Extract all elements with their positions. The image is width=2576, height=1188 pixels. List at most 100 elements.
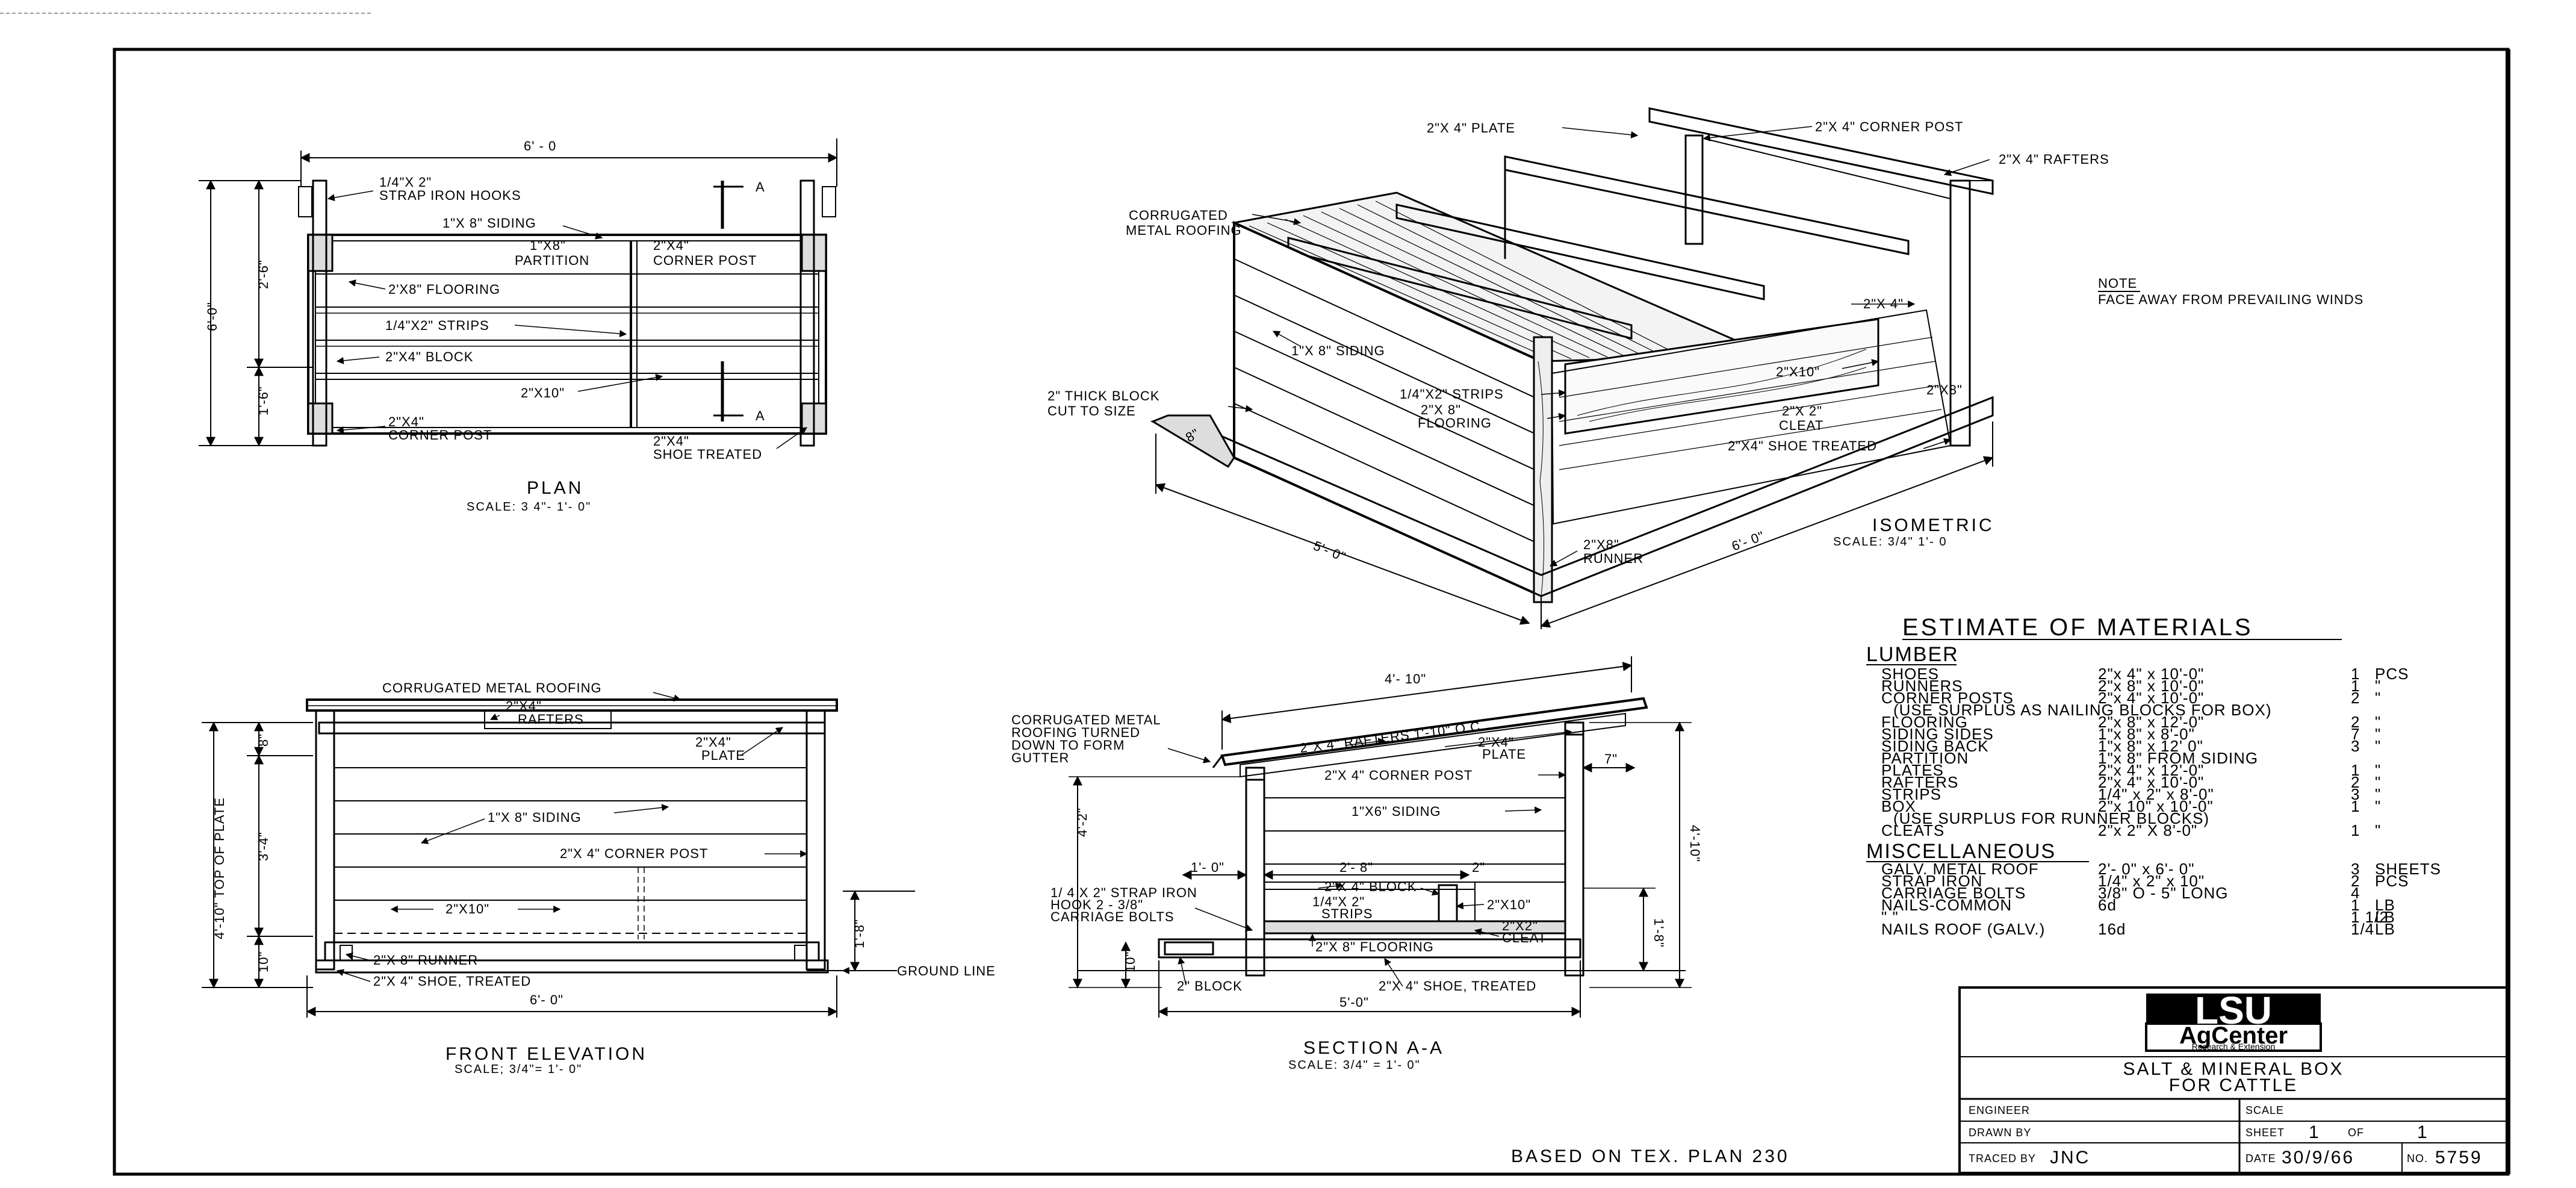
iso-label-block-1: 2" THICK BLOCK xyxy=(1047,388,1159,403)
plan-section-mark-bottom: A xyxy=(756,408,765,423)
front-label-plate-2: PLATE xyxy=(701,748,745,763)
lumber-row-qty: 2 xyxy=(2351,689,2360,707)
iso-label-2x10: 2"X10" xyxy=(1776,364,1820,379)
plan-label-shoe-2: SHOE TREATED xyxy=(653,447,762,462)
iso-label-2x8: 2"X8" xyxy=(1926,382,1963,397)
traced-by-label: TRACED BY xyxy=(1969,1152,2036,1165)
section-label-strap-3: CARRIAGE BOLTS xyxy=(1051,909,1175,924)
section-label-strap-1: 1/ 4 X 2" STRAP IRON xyxy=(1051,885,1197,900)
lumber-row-size: 2"x 4" x 10'-0" xyxy=(2098,665,2204,683)
misc-heading: MISCELLANEOUS xyxy=(1866,840,2056,863)
misc-row-unit: SHEETS xyxy=(2375,860,2441,878)
date-label: DATE xyxy=(2245,1152,2276,1165)
section-label-rafters: 2"X 4" RAFTERS 1'-10" O.C. xyxy=(1299,718,1486,755)
lumber-row-unit: " xyxy=(2375,713,2381,731)
lumber-row-unit: " xyxy=(2375,689,2381,707)
section-dim-lower: 1'-8" xyxy=(1651,918,1666,948)
front-label-plate-1: 2"X4" xyxy=(695,735,731,750)
lumber-row-qty: 3 xyxy=(2351,785,2360,803)
drawn-by-label: DRAWN BY xyxy=(1969,1127,2031,1139)
title-block-text: LSU AgCenter Research & Extension SALT &… xyxy=(1969,989,2481,1168)
section-label-strips-1: 1/4"X 2" xyxy=(1312,894,1365,909)
logo-text-small: Research & Extension xyxy=(2192,1042,2276,1051)
sheet-total: 1 xyxy=(2417,1122,2429,1142)
drawing-title-2: FOR CATTLE xyxy=(2169,1075,2298,1095)
section-dim-width: 5'-0" xyxy=(1339,995,1369,1010)
misc-row-item: CARRIAGE BOLTS xyxy=(1881,884,2026,902)
iso-label-roofing-1: CORRUGATED xyxy=(1129,208,1228,223)
misc-row-size: 2'- 0" x 6'- 0" xyxy=(2098,860,2194,878)
iso-label-flooring-2: FLOORING xyxy=(1418,415,1492,431)
title-block xyxy=(1958,986,2509,1174)
scale-label: SCALE xyxy=(2245,1104,2284,1116)
section-label-strap-2: HOOK 2 - 3/8" xyxy=(1051,897,1143,912)
lumber-row-unit: " xyxy=(2375,797,2381,815)
logo-text-mid: AgCenter xyxy=(2179,1022,2288,1049)
lumber-row-size: 1/4" x 2" x 8'-0" xyxy=(2098,785,2214,803)
no-label: NO. xyxy=(2407,1152,2428,1165)
misc-row-unit: LB xyxy=(2375,920,2395,938)
lumber-row-size: 2"x 2" X 8'-0" xyxy=(2098,821,2197,839)
isometric-labels: 2"X 4" PLATE 2"X 4" CORNER POST 2"X 4" R… xyxy=(1047,119,2109,566)
drawing-title-1: SALT & MINERAL BOX xyxy=(2123,1059,2344,1079)
iso-label-siding: 1"X 8" SIDING xyxy=(1291,343,1385,358)
section-scale: SCALE: 3/4" = 1'- 0" xyxy=(1288,1059,1421,1072)
section-dim-right: 4'-10" xyxy=(1687,825,1702,862)
plan-label-strips: 1/4"X2" STRIPS xyxy=(385,318,489,333)
front-dim-total: 4'-10" TOP OF PLATE xyxy=(212,797,227,939)
plan-dim-height: 6'-0" xyxy=(205,302,220,331)
misc-row-qty: 1/4 xyxy=(2351,920,2374,938)
front-dim-bot: 10" xyxy=(256,951,271,972)
plan-dim-a: 2'-6" xyxy=(256,260,271,289)
lumber-row-unit: " xyxy=(2375,773,2381,791)
iso-label-cleat-1: 2"X 2" xyxy=(1782,403,1822,418)
lumber-row-qty: 2 xyxy=(2351,773,2360,791)
plan-label-strap-hooks-2: STRAP IRON HOOKS xyxy=(379,188,521,203)
misc-row-item: NAILS ROOF (GALV.) xyxy=(1881,920,2045,938)
plan-view xyxy=(199,138,838,449)
section-dim-ten: 10" xyxy=(1123,951,1138,972)
section-label-plate-2: PLATE xyxy=(1482,747,1526,762)
section-label-roofing-2: ROOFING TURNED xyxy=(1011,725,1140,740)
section-label-roofing-4: GUTTER xyxy=(1011,750,1069,765)
based-on-text: BASED ON TEX. PLAN 230 xyxy=(1511,1146,1790,1166)
section-label-strips-2: STRIPS xyxy=(1321,906,1373,921)
plan-dim-b: 1'-6" xyxy=(256,386,271,415)
misc-row-item: NAILS-COMMON xyxy=(1881,896,2012,914)
front-label-corner-post: 2"X 4" CORNER POST xyxy=(560,846,708,861)
lumber-row-qty: 1 xyxy=(2351,761,2360,779)
iso-dim-6: 6'- 0" xyxy=(1730,528,1766,554)
front-label-shoe: 2"X 4" SHOE, TREATED xyxy=(373,974,531,989)
section-label-2x10: 2"X10" xyxy=(1487,897,1531,912)
front-label-ground-line: GROUND LINE xyxy=(897,963,996,978)
lumber-row-qty: 2 xyxy=(2351,713,2360,731)
plan-label-shoe-1: 2"X4" xyxy=(653,434,689,449)
plan-label-partition-2: PARTITION xyxy=(515,253,589,268)
misc-row-qty: 4 xyxy=(2351,884,2360,902)
section-dim-left: 4'-2" xyxy=(1075,807,1090,837)
lumber-row-qty: 3 xyxy=(2351,737,2360,755)
misc-row-size: 3/8" O - 5" LONG xyxy=(2098,884,2229,902)
misc-row-unit: LB xyxy=(2375,896,2395,914)
date-value: 30/9/66 xyxy=(2282,1148,2354,1168)
iso-label-2x4: 2"X 4" xyxy=(1863,296,1904,311)
section-label-block: 2"X 4" BLOCK xyxy=(1324,879,1417,894)
lumber-row-item: PARTITION xyxy=(1881,749,1969,767)
section-dim-two-eight: 2'- 8" xyxy=(1339,860,1373,875)
iso-scale: SCALE: 3/4" 1'- 0 xyxy=(1833,535,1947,549)
lumber-row-size: 1"x 8" x 12' 0" xyxy=(2098,737,2203,755)
lumber-row-size: 1"x 8" FROM SIDING xyxy=(2098,749,2258,767)
note: NOTE FACE AWAY FROM PREVAILING WINDS xyxy=(2098,276,2363,307)
lumber-row-item: PLATES xyxy=(1881,761,1944,779)
section-label-flooring: 2"X 8" FLOORING xyxy=(1315,939,1434,954)
iso-label-flooring-1: 2"X 8" xyxy=(1421,402,1461,417)
section-label-shoe: 2"X 4" SHOE, TREATED xyxy=(1379,978,1536,994)
misc-row-item: " " xyxy=(1881,908,1899,926)
lumber-row-item: (USE SURPLUS AS NAILING BLOCKS FOR BOX) xyxy=(1893,701,2271,719)
note-text: FACE AWAY FROM PREVAILING WINDS xyxy=(2098,292,2363,307)
section-label-plate-1: 2"X4" xyxy=(1478,735,1514,750)
